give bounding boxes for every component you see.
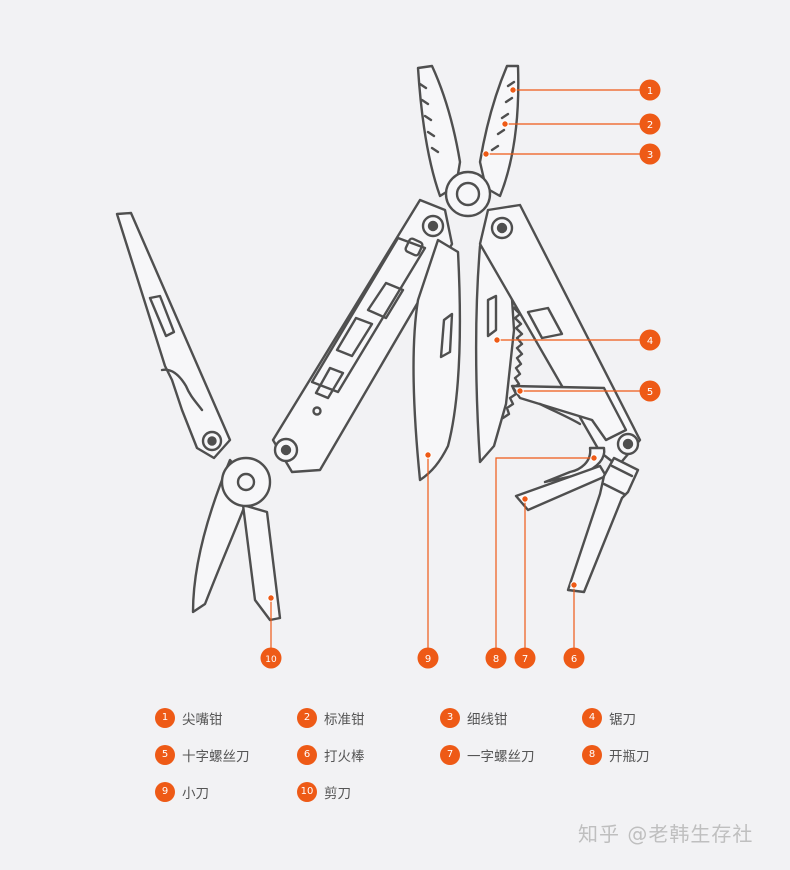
callout-badge-7: 7 — [514, 647, 536, 669]
center-left-handle — [271, 198, 454, 474]
flat-screwdriver — [514, 464, 608, 512]
callout-badge-5: 5 — [639, 380, 661, 402]
legend-item-9: 9 小刀 — [155, 781, 209, 803]
legend-label-4: 锯刀 — [609, 712, 636, 728]
callout-number-1: 1 — [647, 86, 653, 97]
legend-item-3: 3 细线钳 — [440, 707, 508, 729]
legend-badge-1: 1 — [155, 708, 175, 728]
legend-label-2: 标准钳 — [324, 712, 365, 728]
legend-label-9: 小刀 — [182, 786, 209, 802]
callout-number-3: 3 — [647, 150, 653, 161]
callout-number-10: 10 — [265, 655, 277, 665]
callout-badge-9: 9 — [417, 647, 439, 669]
callout-number-9: 9 — [425, 654, 431, 665]
legend-badge-7: 7 — [440, 745, 460, 765]
legend-badge-8: 8 — [582, 745, 602, 765]
legend-item-5: 5 十字螺丝刀 — [155, 744, 250, 766]
callout-number-5: 5 — [647, 387, 653, 398]
legend-item-4: 4 锯刀 — [582, 707, 636, 729]
callout-number-6: 6 — [571, 654, 577, 665]
callout-number-7: 7 — [522, 654, 528, 665]
legend-item-6: 6 打火棒 — [297, 744, 365, 766]
callout-badge-1: 1 — [639, 79, 661, 101]
left-handle-arm — [115, 211, 232, 460]
legend-badge-5: 5 — [155, 745, 175, 765]
legend-label-8: 开瓶刀 — [609, 749, 650, 765]
small-knife-blade — [412, 238, 462, 482]
legend-item-10: 10 剪刀 — [297, 781, 351, 803]
callout-badge-6: 6 — [563, 647, 585, 669]
legend-badge-4: 4 — [582, 708, 602, 728]
callout-number-2: 2 — [647, 120, 653, 131]
legend-label-7: 一字螺丝刀 — [467, 749, 535, 765]
callout-leaders — [270, 89, 650, 658]
legend-badge-2: 2 — [297, 708, 317, 728]
legend-label-3: 细线钳 — [467, 712, 508, 728]
phillips-screwdriver — [510, 384, 628, 442]
legend-badge-6: 6 — [297, 745, 317, 765]
legend-badge-3: 3 — [440, 708, 460, 728]
legend-label-10: 剪刀 — [324, 786, 351, 802]
legend-item-1: 1 尖嘴钳 — [155, 707, 223, 729]
legend-item-8: 8 开瓶刀 — [582, 744, 650, 766]
watermark-text: 知乎 @老韩生存社 — [578, 822, 754, 846]
callout-number-4: 4 — [647, 336, 653, 347]
callout-badge-10: 10 — [260, 647, 282, 669]
legend-item-7: 7 一字螺丝刀 — [440, 744, 535, 766]
legend-label-5: 十字螺丝刀 — [182, 749, 250, 765]
legend-badge-10: 10 — [297, 782, 317, 802]
legend-badge-9: 9 — [155, 782, 175, 802]
scissors-tool — [191, 456, 282, 622]
legend-label-1: 尖嘴钳 — [182, 712, 223, 728]
callout-number-8: 8 — [493, 654, 499, 665]
legend-label-6: 打火棒 — [324, 749, 365, 765]
legend-item-2: 2 标准钳 — [297, 707, 365, 729]
callout-anchors — [267, 86, 598, 602]
pliers-jaws — [416, 64, 520, 218]
callout-badge-4: 4 — [639, 329, 661, 351]
callout-badge-3: 3 — [639, 143, 661, 165]
callout-badge-2: 2 — [639, 113, 661, 135]
fire-rod — [566, 432, 640, 594]
callout-badge-8: 8 — [485, 647, 507, 669]
